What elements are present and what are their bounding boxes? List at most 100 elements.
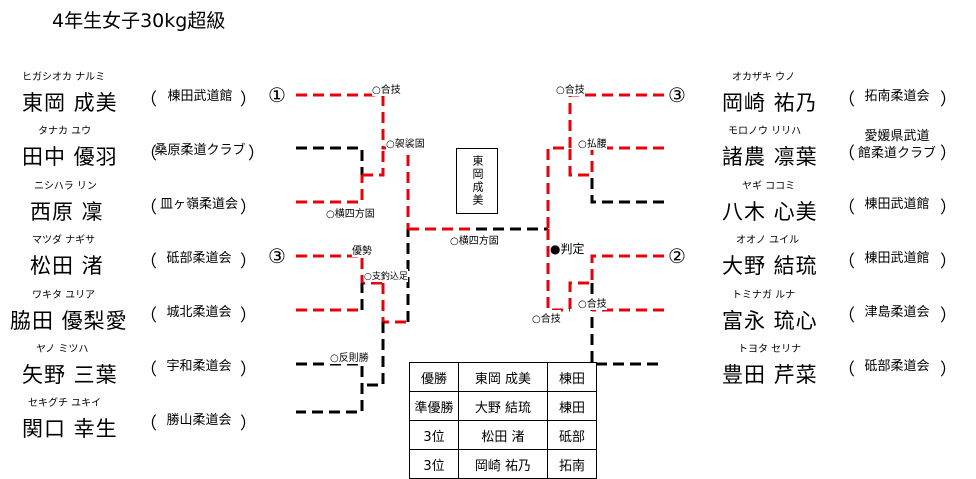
match-result-mark: ○支釣込足 — [364, 269, 408, 282]
paren-open: （ — [140, 198, 157, 218]
player-name: 関口 幸生 — [22, 417, 118, 441]
paren-open: （ — [838, 252, 855, 272]
table-row: 3位 松田 渚 砥部 — [409, 420, 597, 450]
match-result-mark: ○合技 — [372, 81, 401, 96]
paren-open: （ — [140, 144, 157, 164]
match-result-mark: ○払腰 — [578, 135, 607, 150]
page-title: 4年生女子30kg超級 — [52, 10, 226, 32]
player-kana: オカザキ ウノ — [732, 72, 796, 83]
player-kana: トミナガ ルナ — [732, 290, 796, 301]
player-kana: オオノ ユイル — [736, 235, 800, 246]
player-name: 諸農 凛葉 — [722, 145, 818, 169]
paren-close: ） — [940, 252, 957, 272]
paren-close: ） — [240, 198, 257, 218]
player-name: 田中 優羽 — [22, 145, 118, 169]
player-kana: ニシハラ リン — [34, 181, 97, 192]
player-kana: セキグチ ユキイ — [28, 398, 102, 409]
player-name: 豊田 芹菜 — [722, 363, 818, 387]
player-club: 城北柔道会 — [166, 305, 232, 320]
seed-badge: ② — [668, 244, 686, 268]
player-club: 皿ヶ嶺柔道会 — [159, 197, 238, 212]
seed-badge: ③ — [668, 83, 686, 107]
club-cell: 棟田 — [547, 391, 597, 421]
bracket-line — [296, 175, 364, 204]
paren-close: ） — [940, 144, 957, 164]
paren-open: （ — [838, 90, 855, 110]
match-result-mark: 優勢 — [352, 242, 372, 257]
paren-open: （ — [838, 144, 855, 164]
name-cell: 岡崎 祐乃 — [458, 449, 548, 479]
player-name: 東岡 成美 — [22, 91, 118, 115]
results-table: 優勝 東岡 成美 棟田 準優勝 大野 結琉 棟田 3位 松田 渚 砥部 3位 岡… — [409, 362, 597, 479]
match-result-mark: ○反則勝 — [330, 349, 369, 364]
table-row: 準優勝 大野 結琉 棟田 — [409, 391, 597, 421]
bracket-line — [296, 362, 364, 414]
name-cell: 東岡 成美 — [458, 362, 548, 392]
player-kana: マツダ ナギサ — [32, 235, 96, 246]
player-club: 砥部柔道会 — [864, 359, 930, 374]
match-result-mark: ○合技 — [556, 81, 585, 96]
player-name: 松田 渚 — [30, 254, 104, 278]
player-club: 棟田武道館 — [864, 251, 930, 266]
bracket-line — [362, 148, 385, 177]
bracket-line — [381, 283, 408, 324]
match-result-mark: ○横四方固 — [450, 232, 499, 247]
paren-close: ） — [240, 360, 257, 380]
paren-open: （ — [140, 360, 157, 380]
club-cell: 棟田 — [547, 362, 597, 392]
player-club: 愛媛県武道 館柔道クラブ — [857, 129, 936, 161]
player-club: 勝山柔道会 — [166, 413, 232, 428]
paren-open: （ — [140, 90, 157, 110]
bracket-line — [362, 322, 385, 387]
bracket-line — [568, 254, 664, 310]
rank-cell: 3位 — [409, 420, 459, 450]
seed-badge: ③ — [268, 244, 286, 268]
paren-open: （ — [838, 198, 855, 218]
bracket-line — [296, 254, 383, 285]
table-row: 3位 岡崎 祐乃 拓南 — [409, 449, 597, 479]
match-result-mark: ○横四方固 — [326, 205, 375, 220]
club-cell: 拓南 — [547, 449, 597, 479]
player-club: 桑原柔道クラブ — [154, 143, 246, 158]
player-kana: タナカ ユウ — [38, 126, 92, 137]
player-name: 大野 結琉 — [722, 254, 818, 278]
paren-close: ） — [940, 306, 957, 326]
player-kana: ヤノ ミツハ — [36, 344, 89, 355]
paren-close: ） — [240, 414, 257, 434]
player-name: 八木 心美 — [722, 200, 818, 224]
paren-close: ） — [940, 360, 957, 380]
paren-close: ） — [240, 90, 257, 110]
match-result-mark: ○袈裟固 — [386, 135, 425, 150]
player-kana: ヤギ ココミ — [742, 181, 796, 192]
match-result-mark: ●判定 — [550, 240, 585, 257]
bracket-line — [546, 93, 664, 229]
bracket-line — [381, 95, 410, 229]
table-row: 優勝 東岡 成美 棟田 — [409, 362, 597, 392]
player-club: 津島柔道会 — [864, 305, 930, 320]
player-kana: トヨタ セリナ — [738, 344, 802, 355]
player-club: 棟田武道館 — [864, 197, 930, 212]
player-club: 拓南柔道会 — [864, 89, 930, 104]
bracket-line — [296, 146, 364, 175]
bracket-line — [568, 146, 664, 177]
name-cell: 松田 渚 — [458, 420, 548, 450]
rank-cell: 3位 — [409, 449, 459, 479]
bracket-line — [590, 175, 664, 204]
seed-badge: ① — [268, 83, 286, 107]
club-cell: 砥部 — [547, 420, 597, 450]
player-name: 脇田 優梨愛 — [10, 309, 128, 333]
match-result-mark: ○合技 — [532, 310, 561, 325]
rank-cell: 優勝 — [409, 362, 459, 392]
paren-open: （ — [838, 360, 855, 380]
player-club: 砥部柔道会 — [166, 251, 232, 266]
player-kana: ワキタ ユリア — [32, 290, 96, 301]
paren-open: （ — [838, 306, 855, 326]
paren-close: ） — [240, 252, 257, 272]
rank-cell: 準優勝 — [409, 391, 459, 421]
paren-close: ） — [940, 198, 957, 218]
paren-close: ） — [248, 144, 265, 164]
player-name: 富永 琉心 — [722, 309, 818, 333]
player-club: 棟田武道館 — [167, 89, 233, 104]
player-kana: モロノウ リリハ — [728, 126, 802, 137]
player-kana: ヒガシオカ ナルミ — [22, 72, 106, 83]
